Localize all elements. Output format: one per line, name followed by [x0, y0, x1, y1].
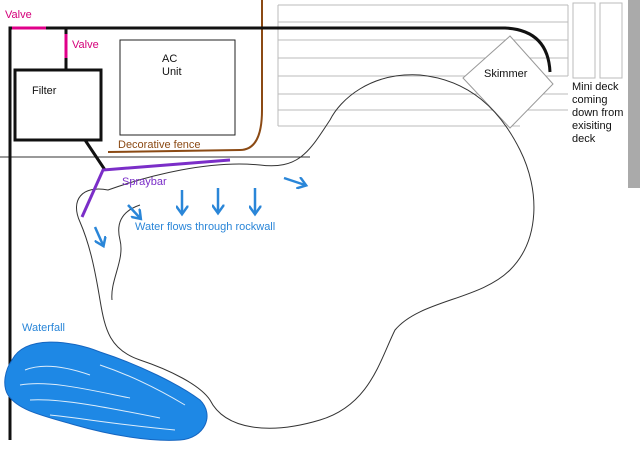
- mini-deck: [572, 2, 623, 79]
- return-pipe: [8, 26, 552, 440]
- skimmer-label: Skimmer: [484, 68, 528, 80]
- deck-post: [628, 0, 640, 188]
- valve-top-label: Valve: [5, 9, 32, 21]
- filter-to-spraybar-pipe: [83, 139, 107, 171]
- mini-deck-label-line-1: Mini deck: [572, 81, 619, 93]
- filter-box: [13, 68, 103, 142]
- deck: [277, 4, 569, 127]
- spraybar-label: Spraybar: [122, 176, 167, 188]
- rockwall-inner-edge: [111, 204, 141, 301]
- mini-deck-label-line-2: coming: [572, 94, 607, 106]
- mini-deck-label-line-3: down from: [572, 107, 623, 119]
- mini-deck-label-line-4: exisiting: [572, 120, 612, 132]
- mini-deck-label-line-5: deck: [572, 133, 596, 145]
- decorative-fence: [107, 0, 263, 153]
- flow-arrow-1: [93, 226, 103, 245]
- skimmer-box: [462, 35, 554, 129]
- valve-side-label: Valve: [72, 39, 99, 51]
- pond-outline: [76, 74, 535, 429]
- waterfall-label: Waterfall: [22, 322, 65, 334]
- flow-arrow-2: [127, 204, 140, 218]
- mini-deck-label: Mini deck coming down from exisiting dec…: [572, 81, 623, 145]
- filter-label: Filter: [32, 85, 57, 97]
- spraybar: [80, 158, 231, 218]
- ac-unit-label-2: Unit: [162, 66, 182, 78]
- waterfall: [4, 341, 208, 441]
- fence-label: Decorative fence: [118, 139, 201, 151]
- flow-arrow-6: [283, 178, 305, 185]
- ac-unit-label-1: AC: [162, 53, 177, 65]
- water-flow-label: Water flows through rockwall: [135, 221, 275, 233]
- ac-unit-box: [119, 39, 236, 136]
- water-flow-arrows: [93, 178, 305, 245]
